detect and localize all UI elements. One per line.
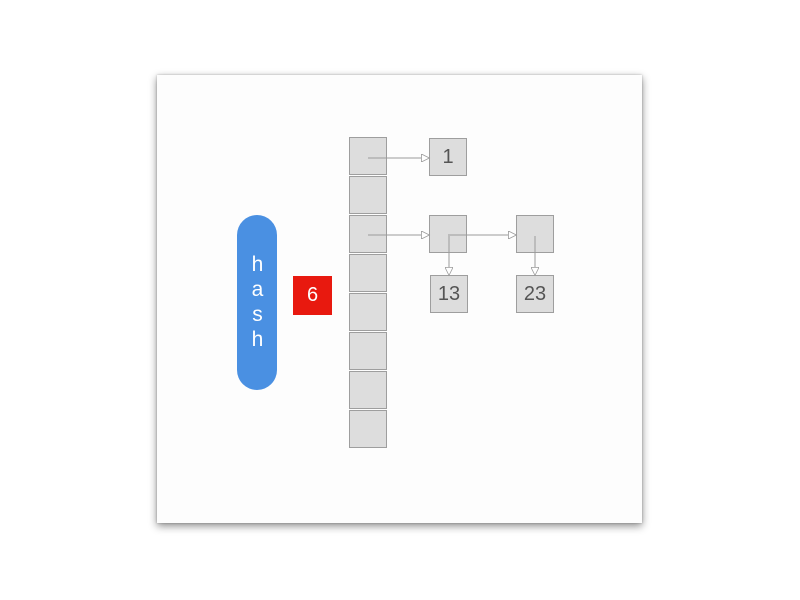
bucket-cell	[349, 254, 387, 292]
hash-index-box: 6	[293, 276, 332, 315]
bucket-cell	[349, 371, 387, 409]
list-node-13: 13	[430, 275, 468, 313]
bucket-cell	[349, 215, 387, 253]
bucket-cell	[349, 137, 387, 175]
hash-label: hash	[246, 252, 269, 353]
bucket-cell	[349, 332, 387, 370]
bucket-cell	[349, 293, 387, 331]
list-node-head	[429, 215, 467, 253]
hash-function-pill: hash	[237, 215, 277, 390]
bucket-cell	[349, 176, 387, 214]
list-node-1: 1	[429, 138, 467, 176]
bucket-cell	[349, 410, 387, 448]
